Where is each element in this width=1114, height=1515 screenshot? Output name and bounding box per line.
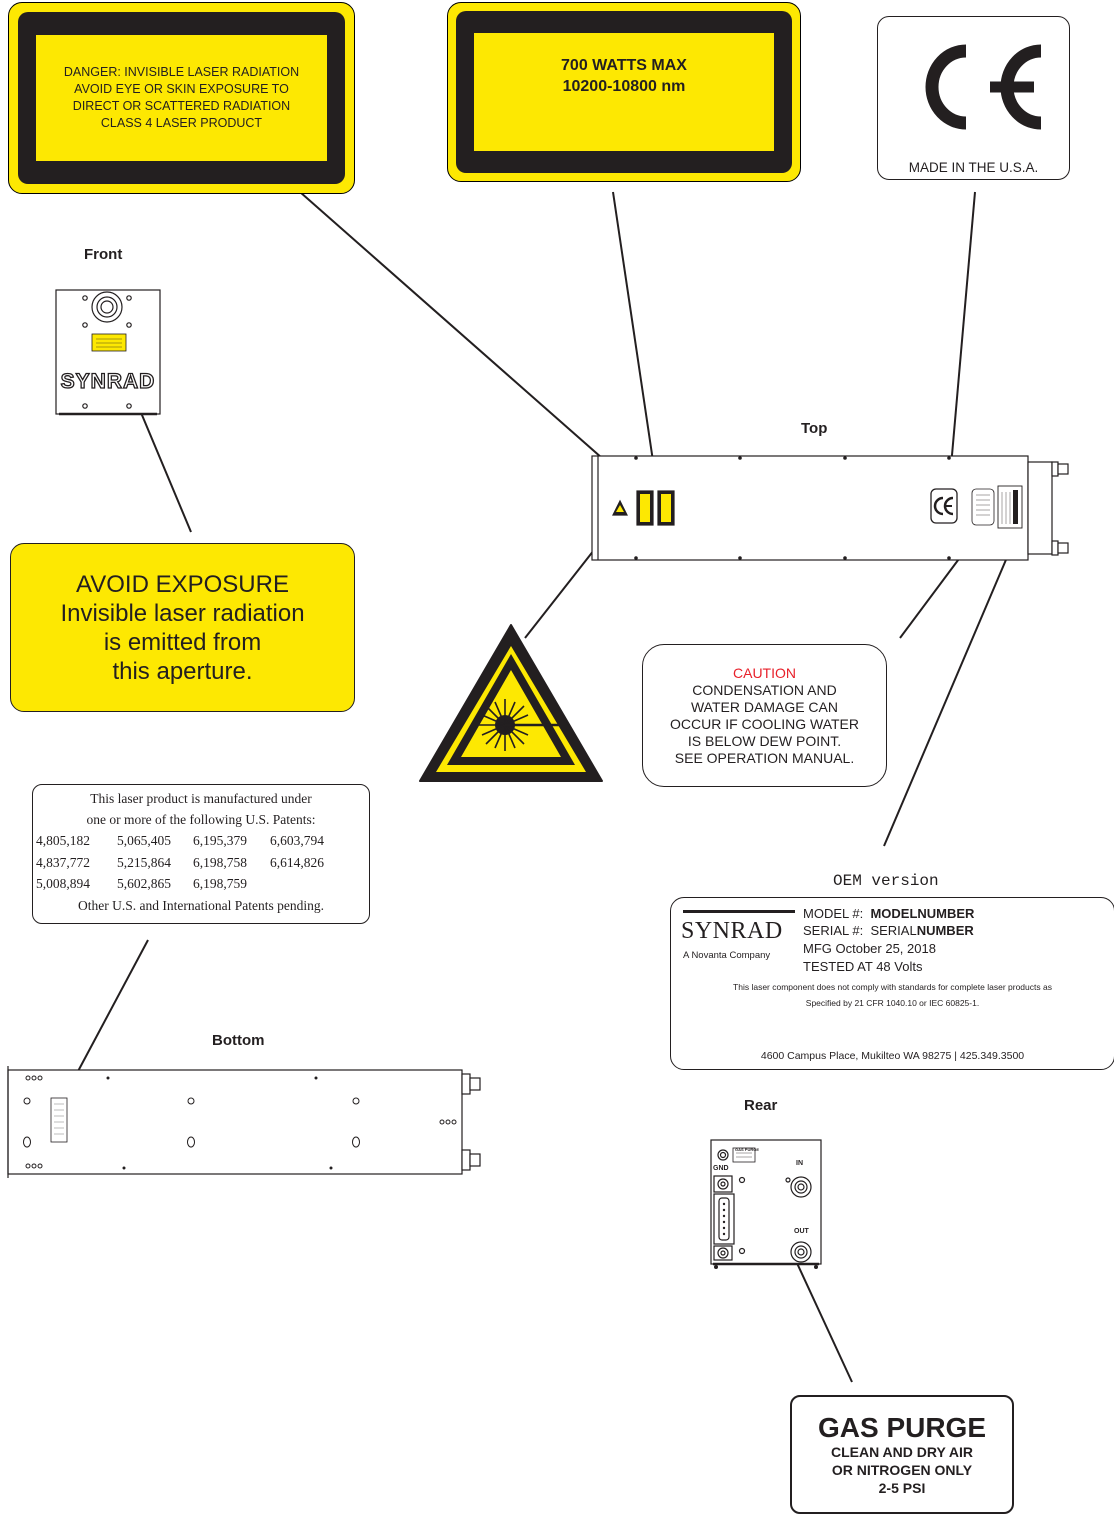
oem-model: MODEL #: MODELNUMBER <box>803 906 974 922</box>
avoid-line-4: this aperture. <box>112 657 253 685</box>
oem-serial-prefix: SERIAL <box>870 923 917 938</box>
bottom-view-drawing <box>7 1066 481 1178</box>
rear-view-label: Rear <box>744 1097 778 1114</box>
front-view-label: Front <box>84 246 123 263</box>
oem-address: 4600 Campus Place, Mukilteo WA 98275 | 4… <box>760 1050 1025 1062</box>
oem-model-label: MODEL #: <box>803 906 864 921</box>
oem-model-value: MODELNUMBER <box>870 906 975 921</box>
patent-number: 6,198,758 <box>193 855 247 870</box>
leader-watts-to-top <box>612 191 661 490</box>
caution-line-5: SEE OPERATION MANUAL. <box>674 749 855 766</box>
patent-footer: Other U.S. and International Patents pen… <box>78 898 324 913</box>
avoid-line-3: is emitted from <box>103 628 262 656</box>
caution-line-1: CONDENSATION AND <box>692 681 837 698</box>
avoid-line-1: AVOID EXPOSURE <box>76 570 289 598</box>
rear-gnd-text: GND <box>713 1165 729 1172</box>
danger-line-3: DIRECT OR SCATTERED RADIATION <box>72 99 291 113</box>
watts-line-2: 10200-10800 nm <box>562 78 686 95</box>
front-view-drawing <box>55 289 161 416</box>
oem-mfg: MFG October 25, 2018 <box>803 941 936 956</box>
leader-oem-to-top <box>883 546 1013 847</box>
made-in-usa-text: MADE IN THE U.S.A. <box>908 160 1039 175</box>
leader-ce-to-top <box>945 191 976 480</box>
avoid-line-2: Invisible laser radiation <box>60 599 305 627</box>
rear-in-text: IN <box>796 1160 803 1167</box>
patent-number: 5,602,865 <box>117 876 171 891</box>
patent-intro-1: This laser product is manufactured under <box>90 791 312 806</box>
patent-intro-2: one or more of the following U.S. Patent… <box>86 812 316 827</box>
caution-line-2: WATER DAMAGE CAN <box>690 698 838 715</box>
gas-purge-line-2: OR NITROGEN ONLY <box>831 1461 973 1478</box>
top-view-label: Top <box>801 420 828 437</box>
oem-brand-rule <box>683 910 795 913</box>
oem-serial-label: SERIAL #: <box>803 923 864 938</box>
caution-label: CAUTION CONDENSATION AND WATER DAMAGE CA… <box>642 644 887 787</box>
caution-title: CAUTION <box>733 664 796 681</box>
oem-version-title: OEM version <box>833 872 939 890</box>
oem-compliance-2: Specified by 21 CFR 1040.10 or IEC 60825… <box>805 998 980 1008</box>
rear-view-drawing <box>710 1139 822 1269</box>
patent-number: 6,603,794 <box>270 833 324 848</box>
oem-compliance-1: This laser component does not comply wit… <box>733 982 1052 992</box>
oem-serial-value: NUMBER <box>916 923 974 938</box>
front-synrad-logo: SYNRAD <box>60 369 156 393</box>
danger-line-4: CLASS 4 LASER PRODUCT <box>100 116 263 130</box>
danger-line-1: DANGER: INVISIBLE LASER RADIATION <box>63 65 300 79</box>
top-view-drawing <box>591 455 1069 561</box>
oem-brand-sub: A Novanta Company <box>683 950 771 961</box>
ce-mark-icon <box>925 44 1042 130</box>
patent-number: 5,065,405 <box>117 833 171 848</box>
gas-purge-line-1: CLEAN AND DRY AIR <box>830 1443 974 1460</box>
avoid-exposure-label: AVOID EXPOSURE Invisible laser radiation… <box>10 543 355 712</box>
danger-label: DANGER: INVISIBLE LASER RADIATION AVOID … <box>8 2 355 194</box>
patent-number: 4,837,772 <box>36 855 90 870</box>
oem-serial: SERIAL #: SERIALNUMBER <box>803 923 974 939</box>
danger-line-2: AVOID EYE OR SKIN EXPOSURE TO <box>74 82 289 96</box>
oem-label: SYNRAD A Novanta Company MODEL #: MODELN… <box>670 897 1114 1070</box>
patent-label: This laser product is manufactured under… <box>32 784 370 924</box>
gas-purge-title: GAS PURGE <box>817 1411 987 1443</box>
rear-gas-purge-tag: GAS PURGE <box>735 1147 760 1152</box>
ce-label: MADE IN THE U.S.A. <box>877 16 1070 180</box>
watts-line-1: 700 WATTS MAX <box>561 57 687 74</box>
caution-line-3: OCCUR IF COOLING WATER <box>670 715 859 732</box>
gas-purge-label: GAS PURGE CLEAN AND DRY AIR OR NITROGEN … <box>790 1395 1014 1514</box>
oem-brand: SYNRAD <box>681 918 783 944</box>
power-rating-label: 700 WATTS MAX 10200-10800 nm <box>447 2 801 182</box>
laser-warning-triangle <box>419 624 603 782</box>
bottom-view-label: Bottom <box>212 1032 265 1049</box>
leader-danger-to-top <box>299 191 637 489</box>
patent-number: 5,215,864 <box>117 855 171 870</box>
leader-patents-to-bottom <box>67 939 149 1091</box>
patent-number: 4,805,182 <box>36 833 90 848</box>
rear-out-text: OUT <box>794 1228 809 1235</box>
patent-number: 6,614,826 <box>270 855 324 870</box>
patent-number: 6,198,759 <box>193 876 247 891</box>
gas-purge-line-3: 2-5 PSI <box>878 1479 926 1496</box>
oem-tested: TESTED AT 48 Volts <box>803 959 923 974</box>
caution-line-4: IS BELOW DEW POINT. <box>687 732 842 749</box>
patent-number: 6,195,379 <box>193 833 247 848</box>
patent-number: 5,008,894 <box>36 876 90 891</box>
